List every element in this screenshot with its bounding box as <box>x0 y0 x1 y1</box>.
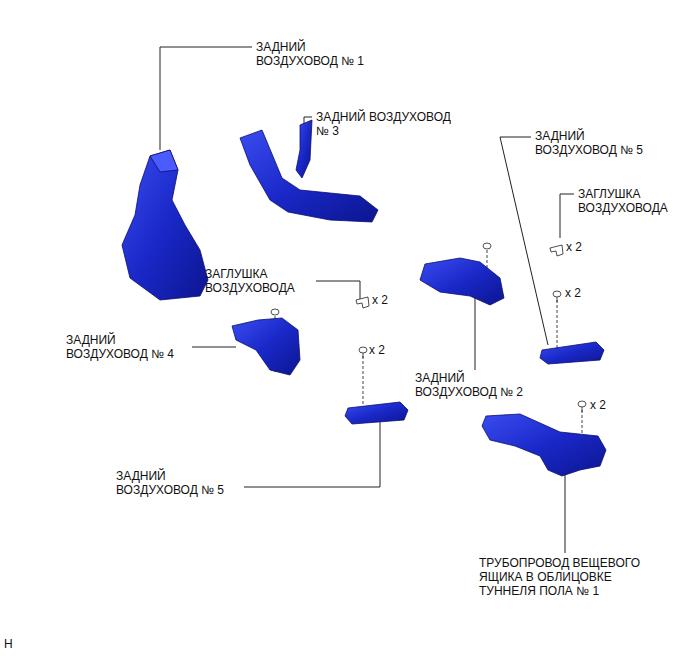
part-label: ЗАДНИЙ ВОЗДУХОВОД № 5 <box>116 469 241 497</box>
part-label: ЗАДНИЙ ВОЗДУХОВОД № 1 <box>256 40 381 68</box>
quantity-label: x 2 <box>566 240 582 254</box>
figure-code: H <box>4 637 13 651</box>
part-label: ЗАГЛУШКА ВОЗДУХОВОДА <box>578 187 683 215</box>
part-label: ЗАДНИЙ ВОЗДУХОВОД № 2 <box>415 371 540 399</box>
quantity-label: x 2 <box>565 286 581 300</box>
part-label: ЗАДНИЙ ВОЗДУХОВОД № 3 <box>316 110 466 138</box>
quantity-label: x 2 <box>372 293 388 307</box>
part-label: ТРУБОПРОВОД ВЕЩЕВОГО ЯЩИКА В ОБЛИЦОВКЕ Т… <box>479 556 669 598</box>
part-label: ЗАГЛУШКА ВОЗДУХОВОДА <box>205 267 315 295</box>
part-label: ЗАДНИЙ ВОЗДУХОВОД № 4 <box>66 333 191 361</box>
quantity-label: x 2 <box>590 398 606 412</box>
part-label: ЗАДНИЙ ВОЗДУХОВОД № 5 <box>535 129 660 157</box>
quantity-label: x 2 <box>369 343 385 357</box>
